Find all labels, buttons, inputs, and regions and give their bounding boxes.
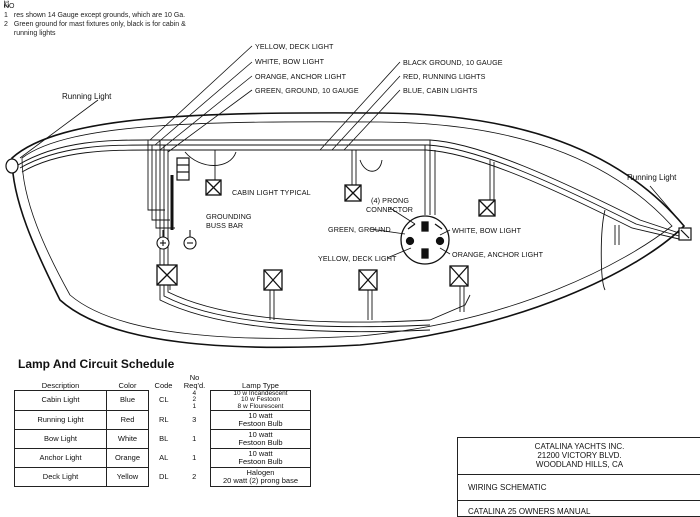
cell-qty: 4 2 1 <box>192 389 197 410</box>
cell-lamp-type: 10 watt Festoon Bulb <box>210 429 311 449</box>
lamp-box-icon <box>156 264 178 286</box>
lamp-box-icon <box>358 269 378 291</box>
cell-description: Cabin Light <box>14 389 107 411</box>
table-row: Cabin Light Blue CL 4 2 1 10 w Incandesc… <box>14 389 311 411</box>
running-light-right-icon <box>678 227 692 241</box>
header-code: Code <box>154 381 173 390</box>
label-cabin-light-typical: CABIN LIGHT TYPICAL <box>232 188 311 197</box>
label-green-ground: GREEN, GROUND, 10 GAUGE <box>255 86 359 95</box>
lamp-box-icon <box>344 184 362 202</box>
notes-block: NO 1 res shown 14 Gauge except grounds, … <box>4 2 194 38</box>
table-row: Running Light Red RL 3 10 watt Festoon B… <box>14 410 311 430</box>
hull-outline <box>11 112 686 349</box>
title-block-company: CATALINA YACHTS INC. 21200 VICTORY BLVD.… <box>458 438 700 475</box>
cell-code: CL <box>158 395 169 405</box>
lamp-circuit-schedule-table: Description Color Code No Req'd. Lamp Ty… <box>14 374 311 487</box>
lamp-box-icon <box>263 269 283 291</box>
header-color: Color <box>118 380 137 390</box>
label-running-light-left: Running Light <box>62 92 112 101</box>
label-white-bow-conn: WHITE, BOW LIGHT <box>452 226 522 235</box>
table-row: Bow Light White BL 1 10 watt Festoon Bul… <box>14 429 311 449</box>
label-running-light-right: Running Light <box>627 173 677 182</box>
cell-qty: 2 <box>192 472 197 481</box>
notes-heading: NO <box>4 3 15 10</box>
title-block-manual: CATALINA 25 OWNERS MANUAL <box>468 507 591 516</box>
cell-lamp-type: 10 watt Festoon Bulb <box>210 410 311 430</box>
table-row: Anchor Light Orange AL 1 10 watt Festoon… <box>14 448 311 468</box>
label-yellow-deck-conn: YELLOW, DECK LIGHT <box>318 254 397 263</box>
cell-code: DL <box>158 472 169 481</box>
cell-description: Running Light <box>14 410 107 430</box>
lamp-boxes <box>156 179 496 291</box>
label-grounding: GROUNDING <box>206 212 252 221</box>
label-connector: CONNECTOR <box>366 205 414 214</box>
header-no-reqd: No Req'd. <box>183 373 206 390</box>
cell-color: Blue <box>106 389 149 411</box>
label-yellow-deck: YELLOW, DECK LIGHT <box>255 42 334 51</box>
cell-qty: 3 <box>192 415 197 424</box>
running-light-left-icon <box>5 158 19 174</box>
cell-color: White <box>106 429 149 449</box>
schedule-title: Lamp And Circuit Schedule <box>18 357 175 371</box>
schedule-header-row: Description Color Code No Req'd. Lamp Ty… <box>15 374 311 390</box>
label-blue-cabin: BLUE, CABIN LIGHTS <box>403 86 478 95</box>
cell-description: Deck Light <box>14 467 107 487</box>
wiring-diagram <box>5 45 692 349</box>
grounding-buss-bar-icon <box>170 157 190 230</box>
cell-lamp-type: 10 w Incandescent 10 w Festoon 8 w Flour… <box>210 389 311 411</box>
label-orange-anchor-conn: ORANGE, ANCHOR LIGHT <box>452 250 544 259</box>
lamp-box-icon <box>478 199 496 217</box>
cell-description: Bow Light <box>14 429 107 449</box>
label-green-ground-conn: GREEN, GROUND <box>328 225 391 234</box>
cell-lamp-type: 10 watt Festoon Bulb <box>210 448 311 468</box>
note-item-2: 2 Green ground for mast fixtures only, b… <box>4 21 186 37</box>
cell-code: RL <box>158 415 169 424</box>
table-row: Deck Light Yellow DL 2 Halogen 20 watt (… <box>14 467 311 487</box>
label-orange-anchor: ORANGE, ANCHOR LIGHT <box>255 72 347 81</box>
cell-code: BL <box>159 434 169 443</box>
cell-color: Red <box>106 410 149 430</box>
lamp-box-icon <box>205 179 222 196</box>
cell-qty: 1 <box>192 434 197 443</box>
title-block: CATALINA YACHTS INC. 21200 VICTORY BLVD.… <box>457 437 700 517</box>
lamp-box-icon <box>449 265 469 287</box>
label-prong: (4) PRONG <box>371 196 410 205</box>
note-item-1: 1 res shown 14 Gauge except grounds, whi… <box>4 12 186 19</box>
label-buss-bar: BUSS BAR <box>206 221 244 230</box>
cell-color: Orange <box>106 448 149 468</box>
four-prong-connector-icon <box>400 215 450 265</box>
header-description: Description <box>41 380 80 390</box>
cell-description: Anchor Light <box>14 448 107 468</box>
cell-code: AL <box>159 453 169 462</box>
label-red-running: RED, RUNNING LIGHTS <box>403 72 486 81</box>
cell-qty: 1 <box>192 453 197 462</box>
header-lamp-type: Lamp Type <box>242 380 279 390</box>
cell-lamp-type: Halogen 20 watt (2) prong base <box>210 467 311 487</box>
page-mark: 12 <box>2 0 9 8</box>
label-white-bow: WHITE, BOW LIGHT <box>255 57 325 66</box>
hull-inner <box>21 121 673 339</box>
cell-color: Yellow <box>106 467 149 487</box>
label-black-ground: BLACK GROUND, 10 GAUGE <box>403 58 503 67</box>
title-block-drawing: WIRING SCHEMATIC <box>458 475 700 501</box>
